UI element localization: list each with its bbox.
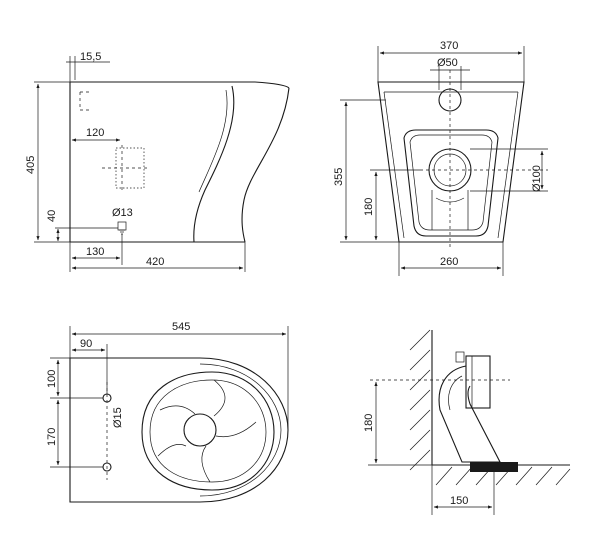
top-hole-diameter-label: Ø15: [112, 407, 124, 428]
front-view: 370 Ø50 355 180 Ø100 260: [333, 40, 548, 276]
side-height-label: 405: [25, 156, 37, 174]
install-view: 180 150: [363, 329, 571, 515]
top-view: 545 90 100 170 Ø15: [46, 321, 289, 503]
install-wall-distance-label: 150: [450, 495, 468, 507]
side-inlet-height-label: 40: [46, 210, 58, 222]
side-view: 15,5 405 40 120 Ø13 130 420: [25, 51, 290, 272]
side-inlet-diameter-label: Ø13: [112, 207, 133, 219]
front-hole-diameter-label: Ø50: [437, 57, 458, 69]
side-bottom-offset-label: 130: [86, 246, 104, 258]
floor-flange: [470, 462, 518, 472]
top-hole-spacing-label: 170: [46, 428, 58, 446]
top-hole-offset-y-label: 100: [46, 370, 58, 388]
top-hole-offset-x-label: 90: [80, 338, 92, 350]
wall-hatching: [409, 329, 431, 471]
top-length-label: 545: [172, 321, 190, 333]
install-outlet-height-label: 180: [363, 414, 375, 432]
side-width-label: 420: [146, 256, 164, 268]
side-inlet-offset-label: 120: [86, 127, 104, 139]
front-outlet-diameter-label: Ø100: [531, 165, 543, 192]
front-outlet-height-label: 180: [363, 198, 375, 216]
front-top-width-label: 370: [440, 40, 458, 52]
front-height-label: 355: [333, 168, 345, 186]
side-top-offset-label: 15,5: [80, 51, 101, 63]
front-bottom-width-label: 260: [440, 256, 458, 268]
